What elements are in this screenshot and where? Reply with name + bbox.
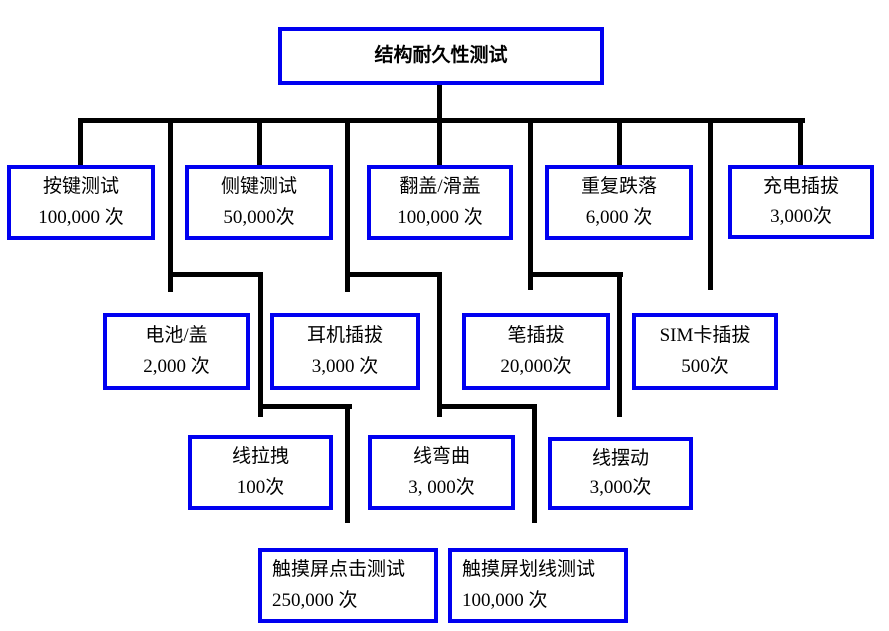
node-side-key-test: 侧键测试 50,000次 (185, 165, 333, 240)
connector-stub-sim (708, 118, 713, 290)
node-label: 线拉拽 (231, 446, 289, 468)
connector-branch-tap-test-v (345, 404, 350, 523)
connector-stub-drop (617, 118, 622, 165)
connector-branch-cable-bend-h (345, 272, 442, 277)
connector-branch-cable-swing-h (528, 272, 623, 277)
node-label: 结构耐久性测试 (374, 45, 508, 66)
node-cable-pull: 线拉拽 100次 (188, 435, 333, 510)
node-count: 100次 (236, 476, 285, 498)
node-label: 线弯曲 (412, 446, 470, 468)
connector-stub-key-test (78, 118, 83, 165)
node-count: 3,000次 (770, 206, 832, 227)
node-count: 100,000 次 (397, 206, 483, 228)
node-label: 按键测试 (42, 176, 119, 198)
node-charger-plug: 充电插拔 3,000次 (728, 165, 874, 239)
connector-stub-charger (798, 118, 803, 165)
node-battery-cover: 电池/盖 2,000 次 (103, 313, 250, 390)
node-label: 侧键测试 (220, 176, 297, 198)
node-sim-card-plug: SIM卡插拔 500次 (632, 313, 778, 390)
node-label: SIM卡插拔 (659, 325, 751, 346)
connector-branch-draw-test-h (437, 404, 537, 409)
node-headphone-plug: 耳机插拔 3,000 次 (270, 313, 420, 390)
node-count: 2,000 次 (143, 356, 210, 377)
node-count: 3, 000次 (408, 476, 475, 498)
node-count: 3,000 次 (311, 356, 379, 377)
node-label: 笔插拔 (507, 325, 565, 346)
node-count: 20,000次 (500, 356, 572, 377)
connector-branch-draw-test-v (532, 404, 537, 523)
node-label: 重复跌落 (580, 176, 657, 198)
node-label: 触摸屏点击测试 (272, 559, 406, 581)
node-label: 翻盖/滑盖 (399, 176, 481, 198)
connector-branch-cable-pull-v (258, 272, 263, 417)
node-count: 500次 (681, 356, 729, 377)
node-count: 6,000 次 (585, 206, 653, 228)
connector-branch-tap-test-h (258, 404, 352, 409)
node-flip-slide-cover: 翻盖/滑盖 100,000 次 (367, 165, 513, 240)
connector-root-stem (437, 85, 442, 120)
node-repeated-drop: 重复跌落 6,000 次 (545, 165, 693, 240)
connector-stub-flip-cover (437, 118, 442, 165)
connector-stub-side-key (257, 118, 262, 165)
connector-stub-battery (168, 118, 173, 292)
node-label: 耳机插拔 (306, 325, 383, 346)
node-label: 线摆动 (591, 447, 649, 469)
node-cable-swing: 线摆动 3,000次 (548, 437, 693, 510)
connector-stub-headphone (345, 118, 350, 292)
node-label: 充电插拔 (762, 176, 839, 197)
node-count: 250,000 次 (272, 589, 358, 611)
node-touchscreen-tap-test: 触摸屏点击测试 250,000 次 (258, 548, 438, 623)
connector-branch-cable-pull-h (168, 272, 263, 277)
node-cable-bend: 线弯曲 3, 000次 (368, 435, 515, 510)
node-count: 3,000次 (589, 477, 652, 499)
node-root-structural-durability-test: 结构耐久性测试 (278, 27, 604, 85)
node-count: 50,000次 (223, 206, 295, 228)
connector-branch-cable-swing-v (617, 272, 622, 417)
node-count: 100,000 次 (38, 206, 124, 228)
connector-branch-cable-bend-v (437, 272, 442, 417)
node-key-press-test: 按键测试 100,000 次 (7, 165, 155, 240)
node-label: 电池/盖 (145, 325, 208, 346)
node-touchscreen-line-draw-test: 触摸屏划线测试 100,000 次 (448, 548, 628, 623)
node-stylus-plug: 笔插拔 20,000次 (462, 313, 610, 390)
connector-stub-stylus (528, 118, 533, 290)
node-label: 触摸屏划线测试 (462, 559, 596, 581)
node-count: 100,000 次 (462, 589, 548, 611)
